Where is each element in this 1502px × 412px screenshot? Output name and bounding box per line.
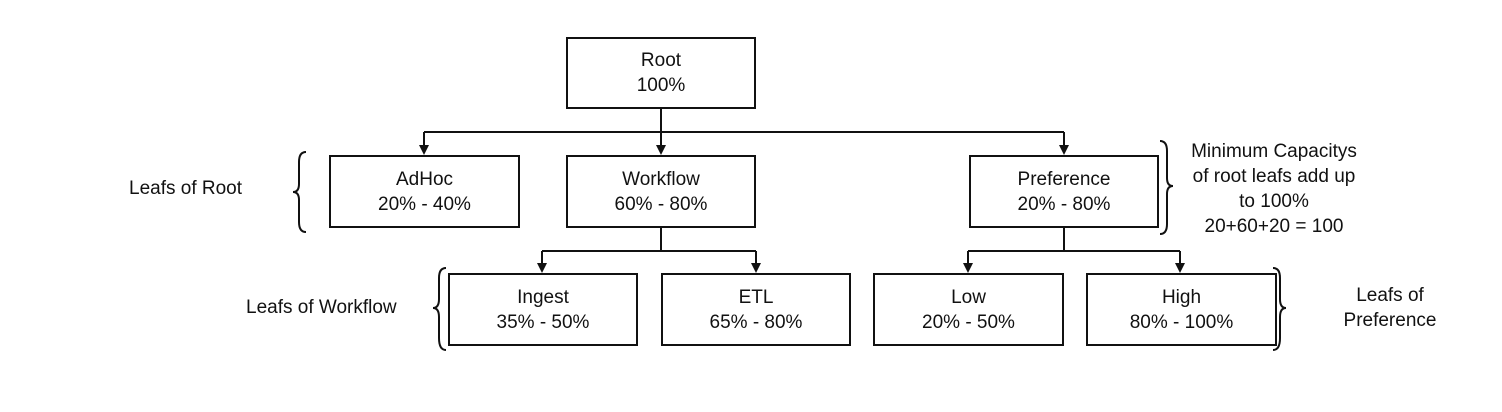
node-low-value: 20% - 50% — [922, 311, 1015, 333]
min-capacity-line-3: to 100% — [1239, 191, 1309, 212]
node-high: High 80% - 100% — [1086, 273, 1277, 346]
node-etl-value: 65% - 80% — [709, 311, 803, 333]
brace-leafs-of-preference — [1272, 267, 1287, 351]
label-leafs-of-preference: Leafs of Preference — [1330, 283, 1450, 333]
node-ingest-name: Ingest — [517, 286, 569, 308]
node-adhoc-name: AdHoc — [395, 168, 454, 190]
label-leafs-of-workflow: Leafs of Workflow — [246, 297, 397, 318]
node-root-name: Root — [640, 50, 682, 71]
min-capacity-line-4: 20+60+20 = 100 — [1204, 216, 1344, 237]
node-ingest: Ingest 35% - 50% — [448, 273, 638, 346]
node-root-value: 100% — [636, 75, 686, 96]
node-adhoc: AdHoc 20% - 40% — [329, 155, 520, 228]
node-preference: Preference 20% - 80% — [969, 155, 1159, 228]
brace-leafs-of-workflow — [432, 267, 447, 351]
min-capacity-line-2: of root leafs add up — [1192, 166, 1356, 187]
node-workflow-name: Workflow — [622, 168, 700, 190]
label-leafs-of-root: Leafs of Root — [129, 178, 243, 199]
node-etl-name: ETL — [738, 286, 774, 308]
node-high-value: 80% - 100% — [1129, 311, 1234, 333]
label-min-capacity-note: Minimum Capacitys of root leafs add up t… — [1178, 139, 1370, 239]
node-workflow-value: 60% - 80% — [614, 193, 708, 215]
node-low: Low 20% - 50% — [873, 273, 1064, 346]
min-capacity-line-1: Minimum Capacitys — [1191, 141, 1357, 162]
node-ingest-value: 35% - 50% — [496, 311, 590, 333]
node-root: Root 100% — [566, 37, 756, 109]
node-etl: ETL 65% - 80% — [661, 273, 851, 346]
node-workflow: Workflow 60% - 80% — [566, 155, 756, 228]
node-preference-value: 20% - 80% — [1017, 193, 1111, 215]
leafs-of-preference-line-2: Preference — [1343, 310, 1437, 331]
leafs-of-preference-line-1: Leafs of — [1356, 285, 1424, 306]
node-low-name: Low — [951, 286, 986, 308]
node-high-name: High — [1161, 286, 1202, 308]
brace-min-capacity — [1159, 140, 1174, 235]
node-adhoc-value: 20% - 40% — [378, 193, 471, 215]
brace-leafs-of-root — [292, 151, 307, 233]
node-preference-name: Preference — [1017, 168, 1111, 190]
